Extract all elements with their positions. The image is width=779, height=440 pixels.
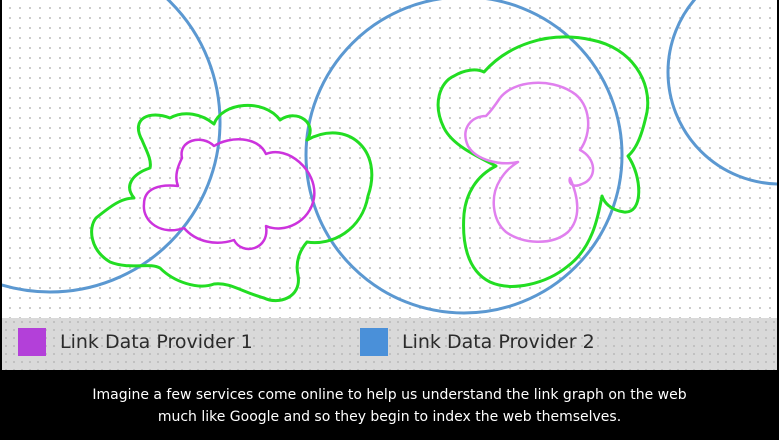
provider2-circle-center xyxy=(304,0,624,315)
link-graph-diagram xyxy=(2,0,777,318)
diagram-canvas xyxy=(2,0,777,315)
legend-swatch-provider2 xyxy=(360,328,388,356)
legend-label-provider2: Link Data Provider 2 xyxy=(402,331,595,353)
legend: Link Data Provider 1 Link Data Provider … xyxy=(2,318,777,370)
provider1-blob-left xyxy=(142,138,316,251)
legend-swatch-provider1 xyxy=(18,328,46,356)
web-graph-blob-left xyxy=(90,104,374,303)
legend-item-provider1: Link Data Provider 1 xyxy=(18,327,253,357)
provider1-blob-right xyxy=(464,81,595,243)
provider2-circle-right xyxy=(666,0,777,186)
provider2-circle-left xyxy=(2,0,222,294)
legend-item-provider2: Link Data Provider 2 xyxy=(360,327,595,357)
caption-line-1: Imagine a few services come online to he… xyxy=(92,387,687,403)
legend-label-provider1: Link Data Provider 1 xyxy=(60,331,253,353)
caption-line-2: much like Google and so they begin to in… xyxy=(157,409,622,425)
web-graph-blob-right xyxy=(436,35,650,288)
caption: Imagine a few services come online to he… xyxy=(0,372,779,440)
slide-frame: Link Data Provider 1 Link Data Provider … xyxy=(0,0,779,372)
